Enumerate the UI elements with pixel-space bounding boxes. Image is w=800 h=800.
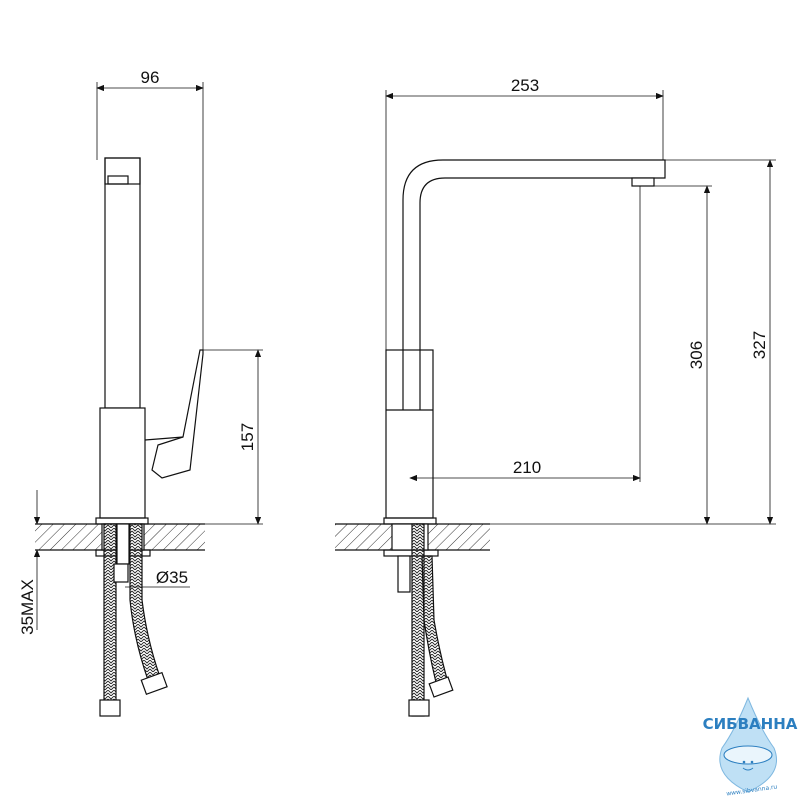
hose-front-right	[421, 555, 450, 691]
dim-width-side: 96	[141, 68, 160, 87]
body-front	[385, 349, 434, 519]
body-side	[99, 407, 146, 519]
spout-side	[104, 157, 141, 409]
aerator	[631, 177, 655, 187]
hose-front-left	[411, 523, 425, 717]
dim-total-height: 327	[750, 331, 769, 359]
spout-front	[402, 159, 666, 350]
hose-nut-left	[99, 699, 121, 717]
dim-hole-diameter: Ø35	[156, 568, 188, 587]
dim-outlet-height: 306	[687, 341, 706, 369]
hose-left	[103, 523, 117, 715]
dim-countertop-max: 35MAX	[18, 579, 37, 635]
dim-width-front: 253	[511, 76, 539, 95]
dim-handle-height: 157	[238, 423, 257, 451]
hose-nut-right	[140, 671, 168, 696]
sibvanna-logo: СИБВАННА www.sibvanna.ru	[703, 696, 798, 798]
handle-lever	[151, 349, 204, 479]
front-view	[335, 90, 776, 717]
logo-name: СИБВАННА	[703, 715, 798, 733]
side-view	[33, 82, 263, 717]
dim-reach: 210	[513, 458, 541, 477]
